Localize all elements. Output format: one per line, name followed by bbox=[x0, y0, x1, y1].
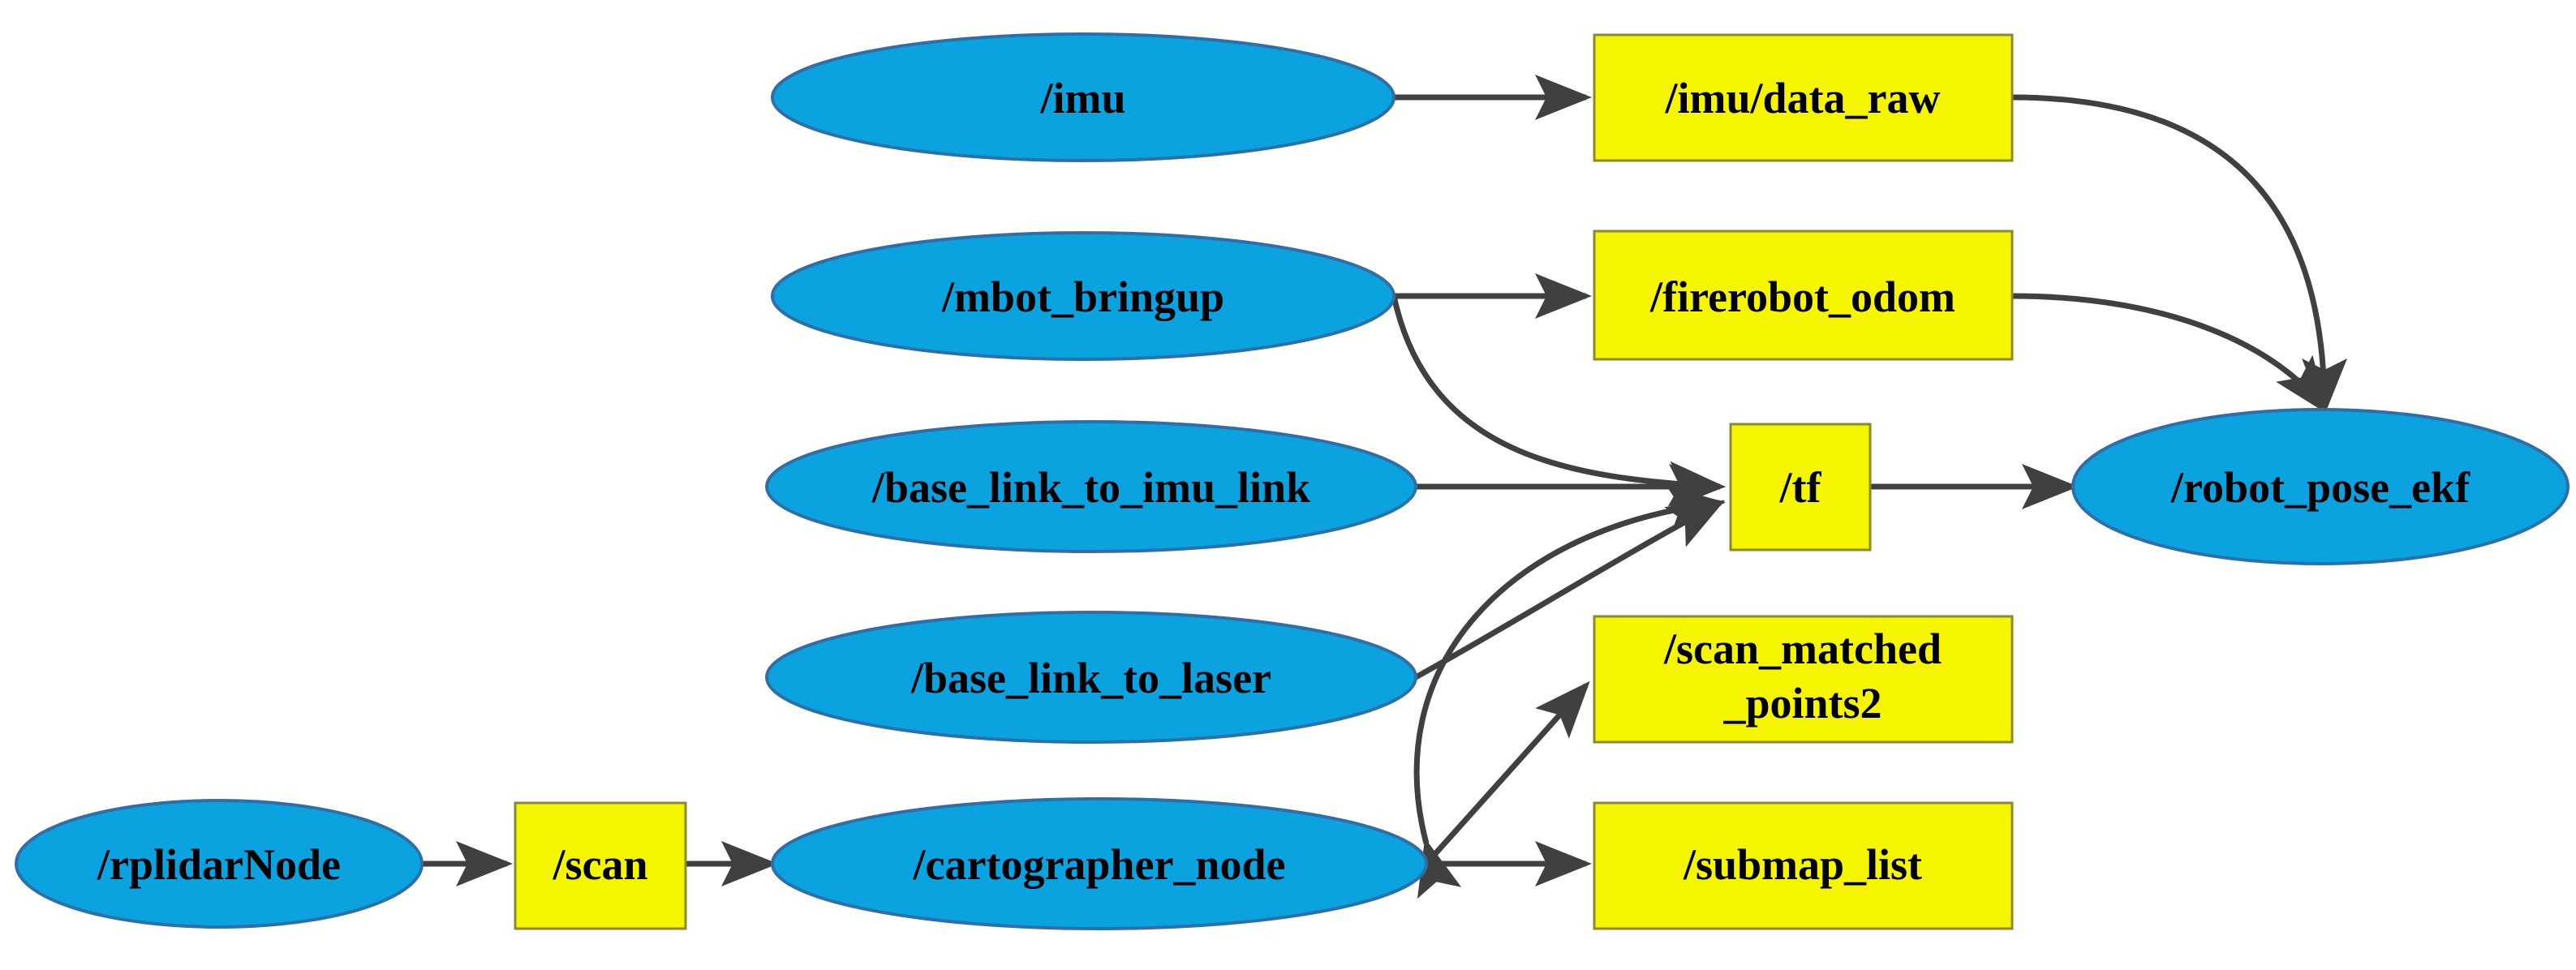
node-robot-pose-ekf[interactable]: /robot_pose_ekf bbox=[2071, 408, 2570, 565]
node-imu[interactable]: /imu bbox=[771, 32, 1396, 162]
node-robot-pose-ekf-label: /robot_pose_ekf bbox=[2170, 463, 2471, 512]
node-mbot-bringup[interactable]: /mbot_bringup bbox=[771, 231, 1396, 361]
ros-topics: /imu/data_raw /firerobot_odom /tf /scan … bbox=[514, 33, 2014, 930]
node-rplidar-node[interactable]: /rplidarNode bbox=[15, 799, 424, 929]
node-base-link-to-laser-label: /base_link_to_laser bbox=[910, 654, 1271, 702]
topic-scan-matched-points2[interactable]: /scan_matched _points2 bbox=[1593, 615, 2014, 744]
topic-scan-matched-points2-label-line1: /scan_matched bbox=[1663, 624, 1942, 673]
node-base-link-to-imu-link[interactable]: /base_link_to_imu_link bbox=[765, 420, 1417, 553]
topic-tf[interactable]: /tf bbox=[1729, 423, 1872, 552]
topic-scan[interactable]: /scan bbox=[514, 801, 687, 930]
topic-submap-list-label: /submap_list bbox=[1683, 840, 1922, 889]
topic-firerobot-odom-label: /firerobot_odom bbox=[1649, 273, 1955, 321]
node-base-link-to-imu-link-label: /base_link_to_imu_link bbox=[871, 463, 1310, 512]
edge-mbot-bringup-to-tf bbox=[1391, 295, 1726, 507]
ros-nodes: /imu /mbot_bringup /base_link_to_imu_lin… bbox=[15, 32, 2570, 930]
node-cartographer-node[interactable]: /cartographer_node bbox=[771, 797, 1428, 930]
edge-cartographer-node-to-scan-matched-points2 bbox=[1424, 680, 1590, 866]
topic-submap-list[interactable]: /submap_list bbox=[1593, 801, 2014, 930]
node-cartographer-node-label: /cartographer_node bbox=[913, 840, 1286, 889]
topic-scan-label: /scan bbox=[552, 840, 647, 889]
node-rplidar-node-label: /rplidarNode bbox=[97, 840, 341, 889]
topic-imu-data-raw-label: /imu/data_raw bbox=[1664, 74, 1940, 122]
edge-imu-data-raw-to-robot-pose-ekf bbox=[2011, 94, 2347, 415]
edges bbox=[422, 75, 2347, 899]
edge-cartographer-node-tf-bidirectional bbox=[1413, 486, 1726, 899]
topic-imu-data-raw[interactable]: /imu/data_raw bbox=[1593, 33, 2014, 162]
edge-firerobot-odom-to-robot-pose-ekf bbox=[2011, 293, 2329, 414]
node-mbot-bringup-label: /mbot_bringup bbox=[941, 273, 1224, 321]
node-imu-label: /imu bbox=[1039, 74, 1125, 122]
topic-scan-matched-points2-label-line2: _points2 bbox=[1722, 679, 1881, 728]
topic-tf-label: /tf bbox=[1779, 463, 1822, 512]
topic-firerobot-odom[interactable]: /firerobot_odom bbox=[1593, 230, 2014, 361]
node-base-link-to-laser[interactable]: /base_link_to_laser bbox=[765, 611, 1417, 744]
